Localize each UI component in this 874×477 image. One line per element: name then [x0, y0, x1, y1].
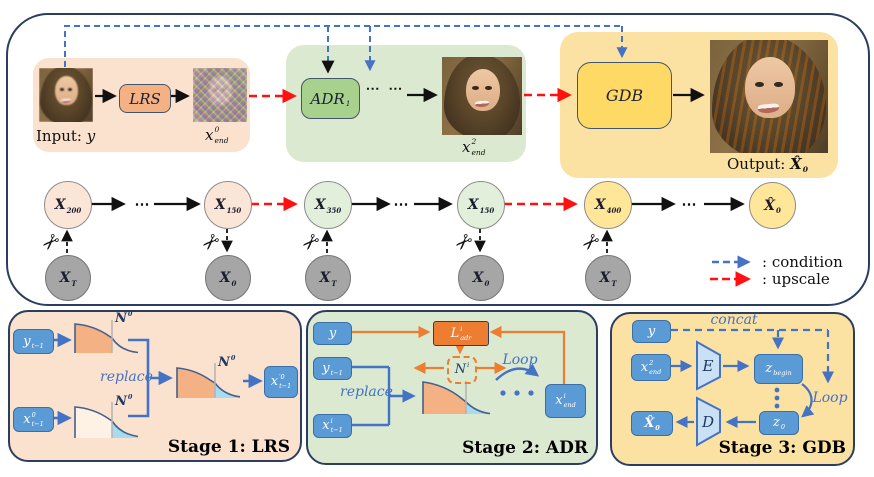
stage3-xhat-box: X̂0: [631, 411, 673, 436]
encoder-label: E: [702, 357, 714, 375]
chain-ellipsis-3: ⋯: [681, 195, 699, 213]
noisy-image-x0end: [193, 68, 247, 122]
input-label-var: y: [86, 127, 96, 145]
stage3-concat-label: concat: [710, 312, 758, 328]
chain-ellipsis-2: ⋯: [393, 195, 411, 213]
stage2-y-box: y: [313, 322, 352, 345]
x2end-image: [442, 57, 522, 135]
output-image: [710, 40, 828, 153]
gdb-block: GDB: [577, 62, 672, 129]
stage3-loop-label: Loop: [812, 390, 848, 406]
legend-condition: : condition: [762, 253, 843, 271]
decoder-label: D: [701, 413, 715, 431]
stage3-title: Stage 3: GDB: [718, 438, 846, 458]
stage3-y-box: y: [632, 320, 671, 343]
stage1-title: Stage 1: LRS: [167, 437, 290, 457]
stage2-loop-label: Loop: [502, 352, 538, 368]
output-label: Output: X̂0: [727, 155, 808, 174]
stage3-panel: [610, 312, 855, 466]
adr-ellipsis: ⋯ ⋯: [365, 81, 405, 97]
gdb-block-label: GDB: [605, 86, 644, 105]
legend-upscale: : upscale: [762, 270, 830, 288]
lrs-block: LRS: [119, 84, 171, 113]
stage2-title: Stage 2: ADR: [462, 438, 588, 458]
input-image: [39, 68, 93, 122]
input-label-prefix: Input:: [36, 127, 82, 145]
input-label: Input: y: [36, 127, 95, 145]
chain-ellipsis-1: ⋯: [134, 195, 152, 213]
node-xhat0: X̂0: [749, 182, 796, 229]
stage1-replace-label: replace: [100, 369, 153, 385]
output-label-prefix: Output:: [727, 155, 786, 174]
lrs-block-label: LRS: [129, 89, 161, 108]
stage2-replace-label: replace: [340, 384, 393, 400]
noise-overlay: [193, 68, 247, 122]
